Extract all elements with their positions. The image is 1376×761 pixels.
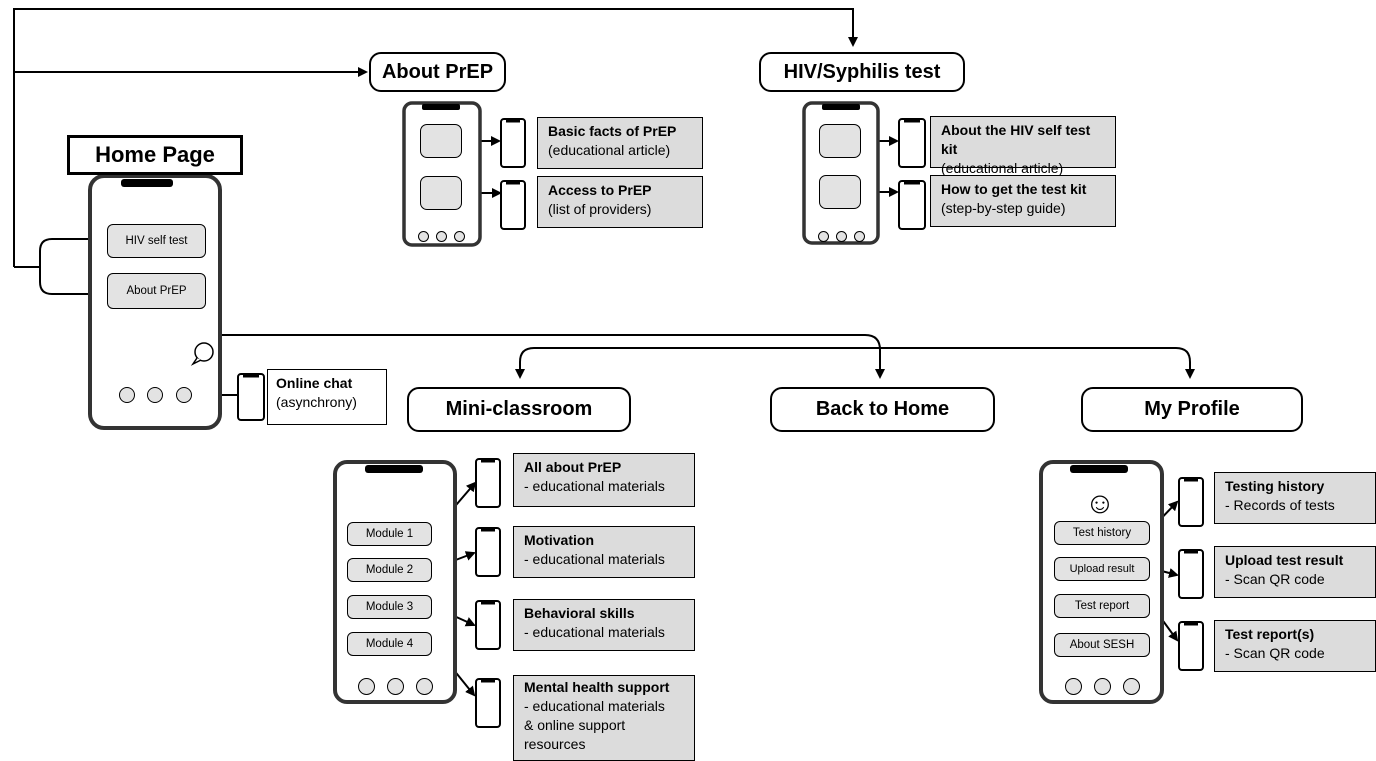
- upload-result-button[interactable]: Upload result: [1054, 557, 1150, 581]
- hiv-syphilis-test-title[interactable]: HIV/Syphilis test: [759, 52, 965, 92]
- mental-health-line-2: & online support: [524, 717, 626, 733]
- motivation-title: Motivation: [524, 532, 594, 548]
- online-chat-title: Online chat: [276, 375, 353, 391]
- test-reports-title: Test report(s): [1225, 626, 1315, 642]
- basic-facts-box: Basic facts of PrEP (educational article…: [537, 117, 703, 169]
- mental-health-box: Mental health support - educational mate…: [513, 675, 695, 761]
- access-prep-sub: (list of providers): [548, 201, 652, 217]
- about-prep-title[interactable]: About PrEP: [369, 52, 506, 92]
- access-prep-box: Access to PrEP (list of providers): [537, 176, 703, 228]
- hiv-kit-title: About the HIV self test kit: [941, 122, 1091, 157]
- home-page-title[interactable]: Home Page: [67, 135, 243, 175]
- get-kit-title: How to get the test kit: [941, 181, 1087, 197]
- online-chat-sub: (asynchrony): [276, 394, 357, 410]
- class-nav-dot-1[interactable]: [358, 678, 375, 695]
- module-2-button[interactable]: Module 2: [347, 558, 432, 582]
- home-to-hiv-test-connector: [13, 8, 858, 267]
- mental-health-line-1: - educational materials: [524, 698, 665, 714]
- hiv-get-kit-tile[interactable]: [819, 175, 861, 209]
- home-nav-dot-1[interactable]: [119, 387, 135, 403]
- all-about-prep-sub: - educational materials: [524, 478, 665, 494]
- home-nav-dot-3[interactable]: [176, 387, 192, 403]
- hiv-kit-box: About the HIV self test kit (educational…: [930, 116, 1116, 176]
- profile-nav-dot-1[interactable]: [1065, 678, 1082, 695]
- upload-result-title: Upload test result: [1225, 552, 1344, 568]
- upload-result-box: Upload test result - Scan QR code: [1214, 546, 1376, 598]
- prep-nav-dot-1[interactable]: [418, 231, 429, 242]
- behavioral-skills-title: Behavioral skills: [524, 605, 635, 621]
- test-history-button[interactable]: Test history: [1054, 521, 1150, 545]
- prep-nav-dot-2[interactable]: [436, 231, 447, 242]
- testing-history-box: Testing history - Records of tests: [1214, 472, 1376, 524]
- hiv-nav-dot-1[interactable]: [818, 231, 829, 242]
- mental-health-line-3: resources: [524, 736, 586, 752]
- hiv-kit-tile[interactable]: [819, 124, 861, 158]
- access-prep-title: Access to PrEP: [548, 182, 652, 198]
- test-reports-box: Test report(s) - Scan QR code: [1214, 620, 1376, 672]
- mini-phone-icons: [237, 118, 1204, 728]
- basic-facts-title: Basic facts of PrEP: [548, 123, 677, 139]
- motivation-sub: - educational materials: [524, 551, 665, 567]
- mini-classroom-phone-outline: [333, 460, 457, 704]
- mini-classroom-title[interactable]: Mini-classroom: [407, 387, 631, 432]
- home-nav-dot-2[interactable]: [147, 387, 163, 403]
- profile-nav-dot-2[interactable]: [1094, 678, 1111, 695]
- profile-nav-dot-3[interactable]: [1123, 678, 1140, 695]
- hiv-nav-dot-2[interactable]: [836, 231, 847, 242]
- prep-nav-dot-3[interactable]: [454, 231, 465, 242]
- testing-history-sub: - Records of tests: [1225, 497, 1335, 513]
- my-profile-title[interactable]: My Profile: [1081, 387, 1303, 432]
- about-sesh-button[interactable]: About SESH: [1054, 633, 1150, 657]
- test-reports-sub: - Scan QR code: [1225, 645, 1325, 661]
- all-about-prep-title: All about PrEP: [524, 459, 622, 475]
- mental-health-title: Mental health support: [524, 679, 670, 695]
- get-kit-box: How to get the test kit (step-by-step gu…: [930, 175, 1116, 227]
- test-report-button[interactable]: Test report: [1054, 594, 1150, 618]
- all-about-prep-box: All about PrEP - educational materials: [513, 453, 695, 507]
- hiv-nav-dot-3[interactable]: [854, 231, 865, 242]
- hiv-kit-sub: (educational article): [941, 160, 1064, 176]
- upload-result-sub: - Scan QR code: [1225, 571, 1325, 587]
- motivation-box: Motivation - educational materials: [513, 526, 695, 578]
- behavioral-skills-sub: - educational materials: [524, 624, 665, 640]
- behavioral-skills-box: Behavioral skills - educational material…: [513, 599, 695, 651]
- module-3-button[interactable]: Module 3: [347, 595, 432, 619]
- chat-bubble-icon: [190, 342, 214, 366]
- back-to-home-title[interactable]: Back to Home: [770, 387, 995, 432]
- get-kit-sub: (step-by-step guide): [941, 200, 1066, 216]
- testing-history-title: Testing history: [1225, 478, 1325, 494]
- online-chat-box: Online chat (asynchrony): [267, 369, 387, 425]
- hiv-self-test-button[interactable]: HIV self test: [107, 224, 206, 258]
- module-4-button[interactable]: Module 4: [347, 632, 432, 656]
- class-nav-dot-3[interactable]: [416, 678, 433, 695]
- prep-access-tile[interactable]: [420, 176, 462, 210]
- prep-facts-tile[interactable]: [420, 124, 462, 158]
- basic-facts-sub: (educational article): [548, 142, 671, 158]
- about-prep-button[interactable]: About PrEP: [107, 273, 206, 309]
- module-1-button[interactable]: Module 1: [347, 522, 432, 546]
- class-nav-dot-2[interactable]: [387, 678, 404, 695]
- smiley-icon: ☺: [1084, 487, 1116, 520]
